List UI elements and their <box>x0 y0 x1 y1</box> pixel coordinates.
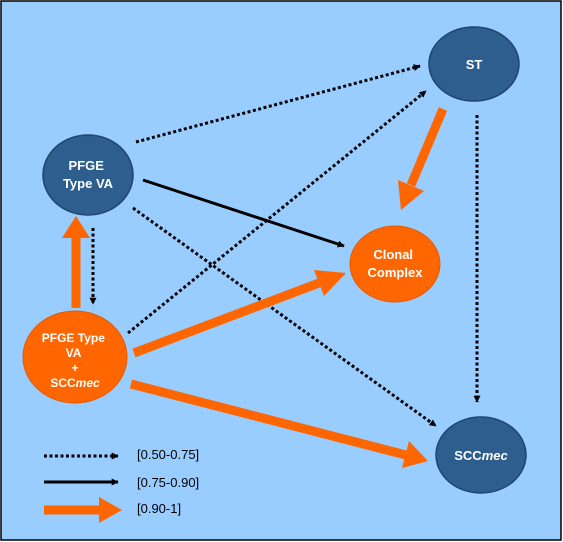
legend-item-dotted: [0.50-0.75] <box>44 447 199 462</box>
node-clonal-label-line1: Clonal <box>373 247 413 262</box>
legend-dotted-label: [0.50-0.75] <box>137 447 199 462</box>
edge-pfge-to-sccmec <box>132 206 437 428</box>
legend-thick-label: [0.90-1] <box>137 501 181 516</box>
node-pfge-type-va: PFGE Type VA <box>42 134 134 216</box>
edge-pfge-sccmec-to-sccmec <box>129 379 428 468</box>
node-sccmec-label-mec: mec <box>482 448 509 463</box>
nodes: ST PFGE Type VA Clonal Complex PFGE Type… <box>22 26 527 494</box>
node-sccmec-label-scc: SCC <box>454 448 482 463</box>
legend-solid-label: [0.75-0.90] <box>137 475 199 490</box>
legend-item-thick: [0.90-1] <box>44 497 181 523</box>
node-pfge-sccmec-label-line3: + <box>71 361 78 375</box>
node-pfge-sccmec-label-scc: SCC <box>50 376 76 390</box>
legend-thick-arrow <box>44 497 122 523</box>
node-st-label: ST <box>466 57 483 72</box>
svg-text:Clonal Complex: Clonal Complex <box>368 247 424 280</box>
edges <box>62 64 481 468</box>
node-pfge-sccmec-label-line2: VA <box>66 346 82 360</box>
node-sccmec: SCCmec <box>435 416 527 494</box>
legend: [0.50-0.75] [0.75-0.90] [0.90-1] <box>44 447 199 523</box>
svg-text:PFGE Type VA +: PFGE Type VA + <box>42 331 108 375</box>
node-pfge-sccmec-label-mec: mec <box>76 376 100 390</box>
node-pfge-label-line2: Type VA <box>63 176 114 191</box>
node-pfge-type-va-sccmec: PFGE Type VA + SCCmec <box>22 310 128 404</box>
edge-pfge-sccmec-to-clonal-complex <box>132 270 346 358</box>
node-clonal-label-line2: Complex <box>368 265 424 280</box>
legend-item-solid: [0.75-0.90] <box>44 475 199 490</box>
node-pfge-label-line1: PFGE <box>68 158 104 173</box>
edge-pfge-sccmec-to-st <box>127 89 427 335</box>
edge-pfge-sccmec-to-pfge <box>62 216 90 308</box>
svg-text:SCCmec: SCCmec <box>454 448 508 463</box>
svg-text:PFGE Type VA: PFGE Type VA <box>63 158 114 191</box>
edge-pfge-to-st <box>135 64 421 144</box>
node-st: ST <box>428 26 520 102</box>
svg-text:SCCmec: SCCmec <box>50 376 100 390</box>
node-clonal-complex: Clonal Complex <box>349 225 441 303</box>
edge-st-to-clonal-complex <box>398 107 448 210</box>
node-pfge-sccmec-label-line1: PFGE Type <box>42 331 105 345</box>
edge-pfge-to-clonal-complex <box>142 178 345 248</box>
